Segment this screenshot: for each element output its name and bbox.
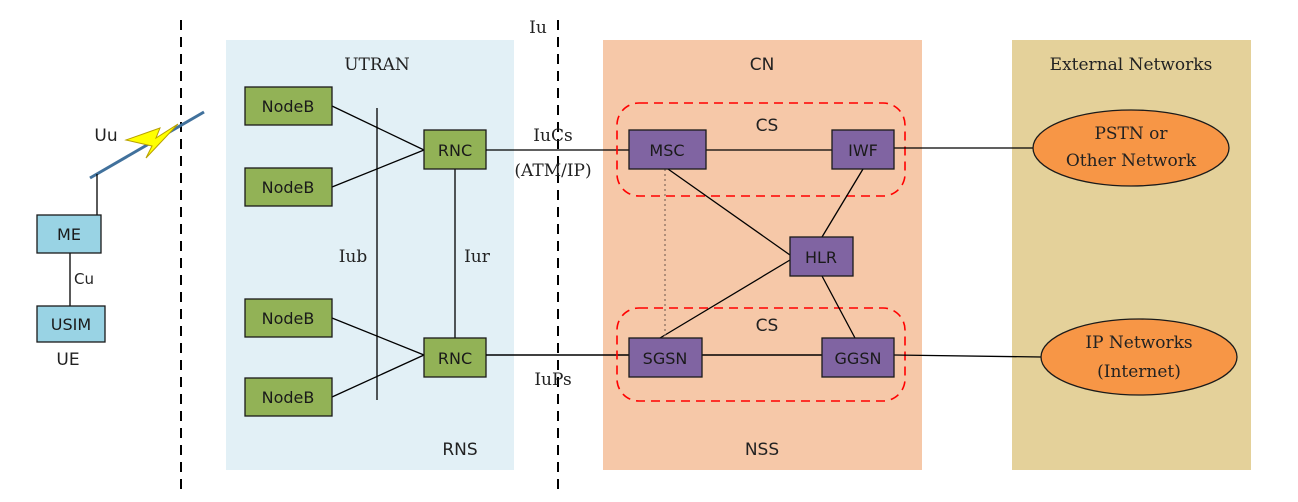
ggsn-hlr-link [821, 275, 856, 339]
msc-hlr-link [667, 168, 791, 256]
uu-label: Uu [94, 126, 117, 146]
cn-label: CN [750, 55, 775, 75]
external-networks-label: External Networks [1050, 55, 1213, 75]
external-networks-region [1012, 40, 1251, 470]
iur-label: Iur [464, 247, 491, 267]
usim-label: USIM [51, 315, 91, 334]
nodeb-box-1 [244, 86, 333, 126]
ue-label: UE [56, 350, 79, 370]
iwf-hlr-link [821, 168, 864, 238]
nss-label: NSS [745, 440, 779, 460]
nodeb-box-3 [244, 298, 333, 338]
cs-group-top [616, 102, 906, 197]
nodeb-box-4 [244, 377, 333, 417]
sgsn-hlr-link [659, 259, 791, 339]
hlr-label: HLR [805, 248, 837, 267]
rns-label: RNS [442, 440, 477, 460]
ip-networks-ellipse [1040, 318, 1238, 396]
me-label: ME [57, 225, 81, 244]
ip-label-line2: (Internet) [1097, 362, 1181, 382]
iucs-label: IuCs [533, 126, 572, 146]
iups-label: IuPs [534, 370, 571, 390]
nodeb-label-4: NodeB [262, 388, 315, 407]
radio-lightning-icon [124, 123, 179, 159]
ggsn-box [821, 337, 895, 378]
iucs-protocol-label: (ATM/IP) [514, 161, 591, 181]
nodeb3-rnc-link [331, 317, 425, 356]
cs-label-bottom: CS [756, 316, 779, 336]
msc-box [628, 129, 707, 170]
utran-label: UTRAN [344, 55, 410, 75]
nodeb-label-1: NodeB [262, 97, 315, 116]
usim-box [36, 305, 106, 343]
rnc-box-bottom [423, 337, 487, 378]
pstn-ellipse [1032, 109, 1230, 187]
ggsn-ip-link [893, 354, 1042, 358]
ip-label-line1: IP Networks [1085, 333, 1192, 353]
rnc-label-top: RNC [438, 141, 472, 160]
me-box [36, 214, 102, 254]
iwf-box [831, 129, 895, 170]
iwf-label: IWF [848, 141, 878, 160]
nodeb1-rnc-link [331, 105, 425, 151]
cu-label: Cu [74, 270, 94, 288]
iu-label: Iu [529, 18, 547, 38]
nodeb2-rnc-link [331, 149, 425, 188]
sgsn-box [628, 337, 703, 378]
rnc-box-top [423, 129, 487, 170]
iub-label: Iub [339, 247, 368, 267]
sgsn-label: SGSN [643, 349, 688, 368]
nodeb-box-2 [244, 167, 333, 207]
nodeb-label-3: NodeB [262, 309, 315, 328]
msc-label: MSC [649, 141, 684, 160]
hlr-box [789, 236, 854, 277]
cs-label-top: CS [756, 116, 779, 136]
rnc-label-bottom: RNC [438, 349, 472, 368]
nodeb-label-2: NodeB [262, 178, 315, 197]
pstn-label-line1: PSTN or [1094, 124, 1168, 144]
cn-region [603, 40, 922, 470]
nodeb4-rnc-link [331, 354, 425, 398]
ggsn-label: GGSN [835, 349, 882, 368]
pstn-label-line2: Other Network [1066, 151, 1197, 171]
